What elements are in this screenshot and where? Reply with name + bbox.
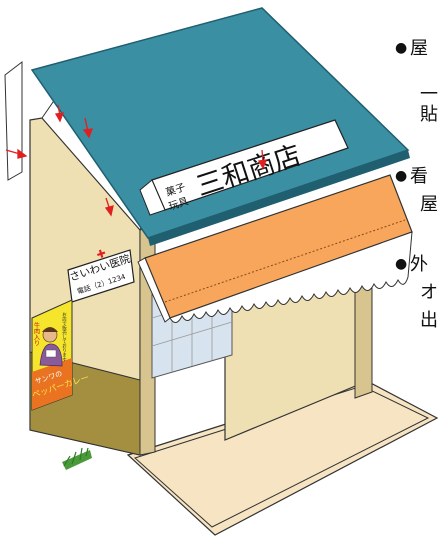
- note-2-line1: 看: [410, 166, 428, 187]
- clinic-cross-icon: ✚: [95, 247, 108, 262]
- signboard: [139, 119, 349, 216]
- arrow-down-icon: [54, 104, 267, 217]
- note-1-bullet: ●: [395, 40, 407, 56]
- fold-tab-left: [4, 60, 23, 181]
- clinic-sign-board: [67, 249, 135, 303]
- arrow-right-icon: [5, 148, 28, 159]
- note-2-line2: 屋: [420, 194, 438, 215]
- note-3-bullet: ●: [395, 256, 407, 272]
- note-1-line1: 屋: [410, 38, 428, 59]
- flower-icon: [62, 445, 92, 470]
- awning-side: [137, 257, 171, 323]
- note-2-bullet: ●: [395, 168, 407, 184]
- curry-poster: [31, 299, 73, 411]
- signboard-small-2: 玩具: [167, 195, 190, 213]
- roof-front-edge: [148, 150, 410, 246]
- note-3-line1: 外: [410, 254, 428, 275]
- awning-scallop: [169, 231, 413, 323]
- note-3-line3: 出: [420, 310, 438, 331]
- poster-vertical-left: 牛肉入り: [33, 321, 40, 346]
- note-3-line2: オ: [420, 282, 438, 303]
- note-1-line2b: 貼: [420, 104, 438, 125]
- signboard-small-1: 菓子: [164, 181, 187, 199]
- poster-vertical-right: お店で販売しております: [62, 312, 67, 363]
- note-1-line2a: 一: [420, 84, 438, 105]
